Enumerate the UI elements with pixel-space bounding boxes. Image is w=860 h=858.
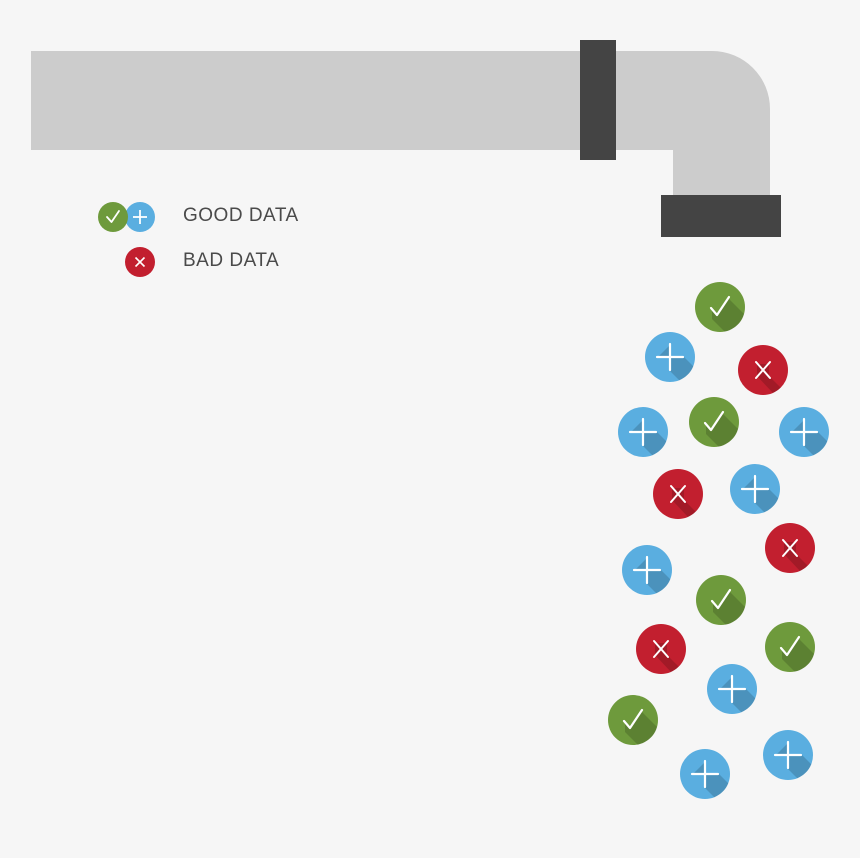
plus-icon: [125, 202, 155, 232]
plus-data-circle: [707, 664, 772, 729]
check-data-circle: [765, 622, 830, 687]
x-data-circle: [636, 624, 701, 689]
legend-good-label: GOOD DATA: [183, 205, 299, 227]
pipe-nozzle: [661, 195, 781, 237]
plus-data-circle: [779, 407, 844, 472]
x-data-circle: [653, 469, 718, 534]
legend-bad-icons: [96, 245, 166, 281]
x-data-circle: [765, 523, 830, 588]
legend-good-icons: [96, 200, 166, 236]
check-icon: [98, 202, 128, 232]
plus-data-circle: [622, 545, 687, 610]
check-data-circle: [608, 695, 673, 760]
check-data-circle: [689, 397, 754, 462]
pipe-body: [31, 51, 770, 200]
plus-data-circle: [645, 332, 710, 397]
x-icon: [125, 247, 155, 277]
plus-data-circle: [730, 464, 795, 529]
plus-data-circle: [618, 407, 683, 472]
plus-data-circle: [763, 730, 828, 795]
check-data-circle: [695, 282, 760, 347]
check-data-circle: [696, 575, 761, 640]
data-stream: [608, 282, 844, 814]
x-data-circle: [738, 345, 803, 410]
plus-data-circle: [680, 749, 745, 814]
legend-bad-label: BAD DATA: [183, 250, 279, 272]
pipe-band: [580, 40, 616, 160]
